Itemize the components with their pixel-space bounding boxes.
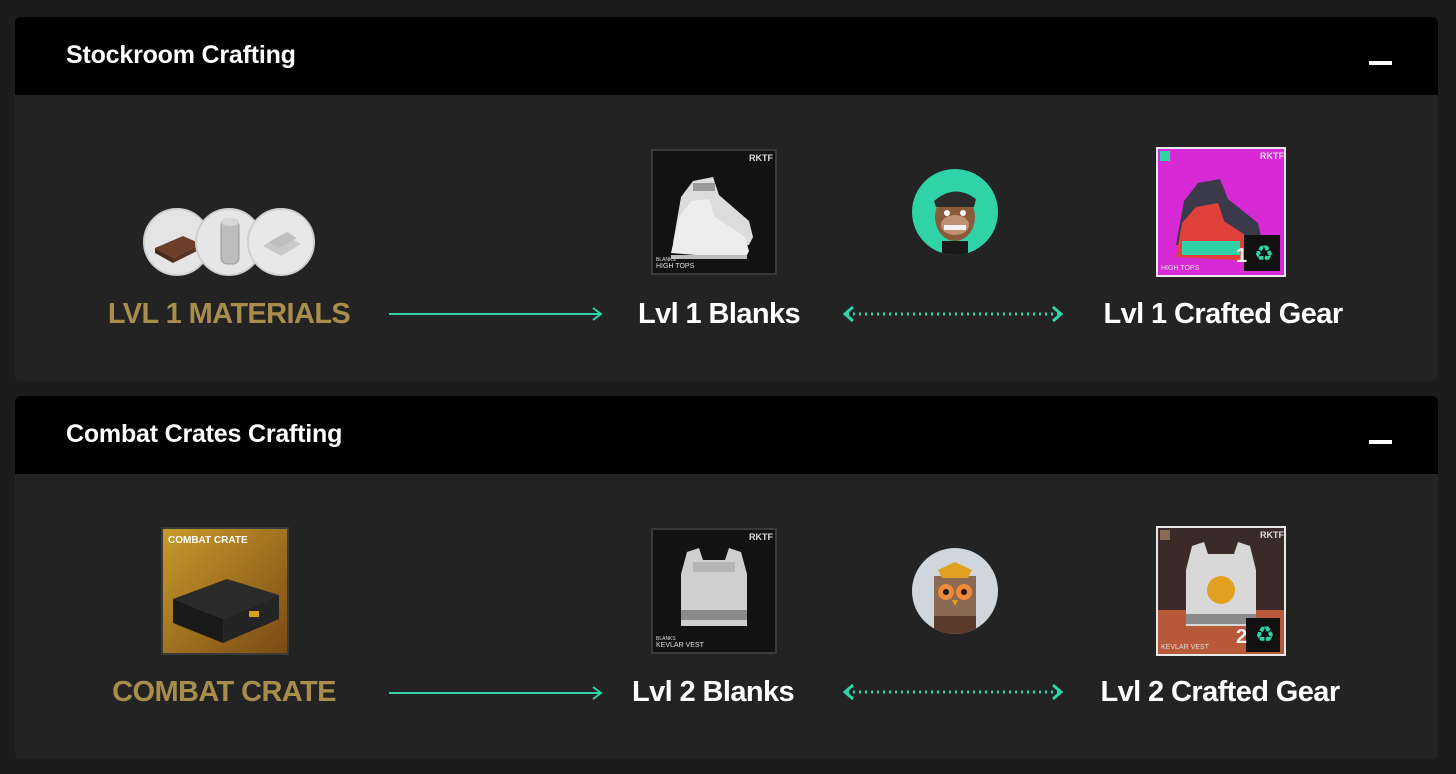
card-name: KEVLAR VEST xyxy=(1161,644,1209,651)
collapse-button[interactable] xyxy=(1366,51,1396,71)
panel-title: Stockroom Crafting xyxy=(66,41,296,69)
material-fabric-icon xyxy=(247,208,315,276)
minus-icon xyxy=(1369,61,1392,65)
crafted-kevlar-vest-image: RKTF KEVLAR VEST 2 ♻ xyxy=(1156,526,1286,656)
blank-high-tops-image: RKTF BLANKS HIGH TOPS xyxy=(651,149,777,275)
card-name: HIGH TOPS xyxy=(656,263,695,270)
brand-mark: RKTF xyxy=(1260,151,1284,161)
owl-avatar xyxy=(912,548,998,634)
panel-header[interactable]: Stockroom Crafting xyxy=(15,17,1438,95)
card-name: HIGH TOPS xyxy=(1161,265,1200,272)
combat-crates-crafting-panel: Combat Crates Crafting COMBAT CRATE COMB… xyxy=(15,396,1438,759)
brand-mark: RKTF xyxy=(749,153,773,163)
card-name: KEVLAR VEST xyxy=(656,642,704,649)
source-label: COMBAT CRATE xyxy=(112,676,336,708)
stockroom-crafting-panel: Stockroom Crafting LVL 1 MATERIALS xyxy=(15,17,1438,381)
arrow-right-icon xyxy=(389,686,603,700)
crafted-gear-label: Lvl 1 Crafted Gear xyxy=(1103,298,1343,330)
minus-icon xyxy=(1369,440,1392,444)
brand-mark: RKTF xyxy=(1260,530,1284,540)
collapse-button[interactable] xyxy=(1366,430,1396,450)
crate-card-title: COMBAT CRATE xyxy=(168,535,248,546)
panel-header[interactable]: Combat Crates Crafting xyxy=(15,396,1438,474)
dotted-double-arrow-icon xyxy=(842,305,1064,323)
crafted-gear-label: Lvl 2 Crafted Gear xyxy=(1100,676,1340,708)
recycle-icon: ♻ xyxy=(1255,622,1275,647)
source-label: LVL 1 MATERIALS xyxy=(107,298,351,330)
card-badge: BLANKS xyxy=(656,636,676,642)
card-badge: BLANKS xyxy=(656,257,676,263)
dotted-double-arrow-icon xyxy=(842,683,1064,701)
brand-mark: RKTF xyxy=(749,532,773,542)
level-number: 2 xyxy=(1236,626,1248,648)
crafted-high-tops-image: RKTF HIGH TOPS 1 ♻ xyxy=(1156,147,1286,277)
recycle-icon: ♻ xyxy=(1254,241,1274,266)
blanks-label: Lvl 1 Blanks xyxy=(637,298,801,330)
level-number: 1 xyxy=(1236,245,1248,267)
combat-crate-image: COMBAT CRATE xyxy=(161,527,289,655)
panel-title: Combat Crates Crafting xyxy=(66,420,343,448)
blank-kevlar-vest-image: RKTF BLANKS KEVLAR VEST xyxy=(651,528,777,654)
blanks-label: Lvl 2 Blanks xyxy=(631,676,795,708)
arrow-right-icon xyxy=(389,307,603,321)
ape-avatar xyxy=(912,169,998,255)
